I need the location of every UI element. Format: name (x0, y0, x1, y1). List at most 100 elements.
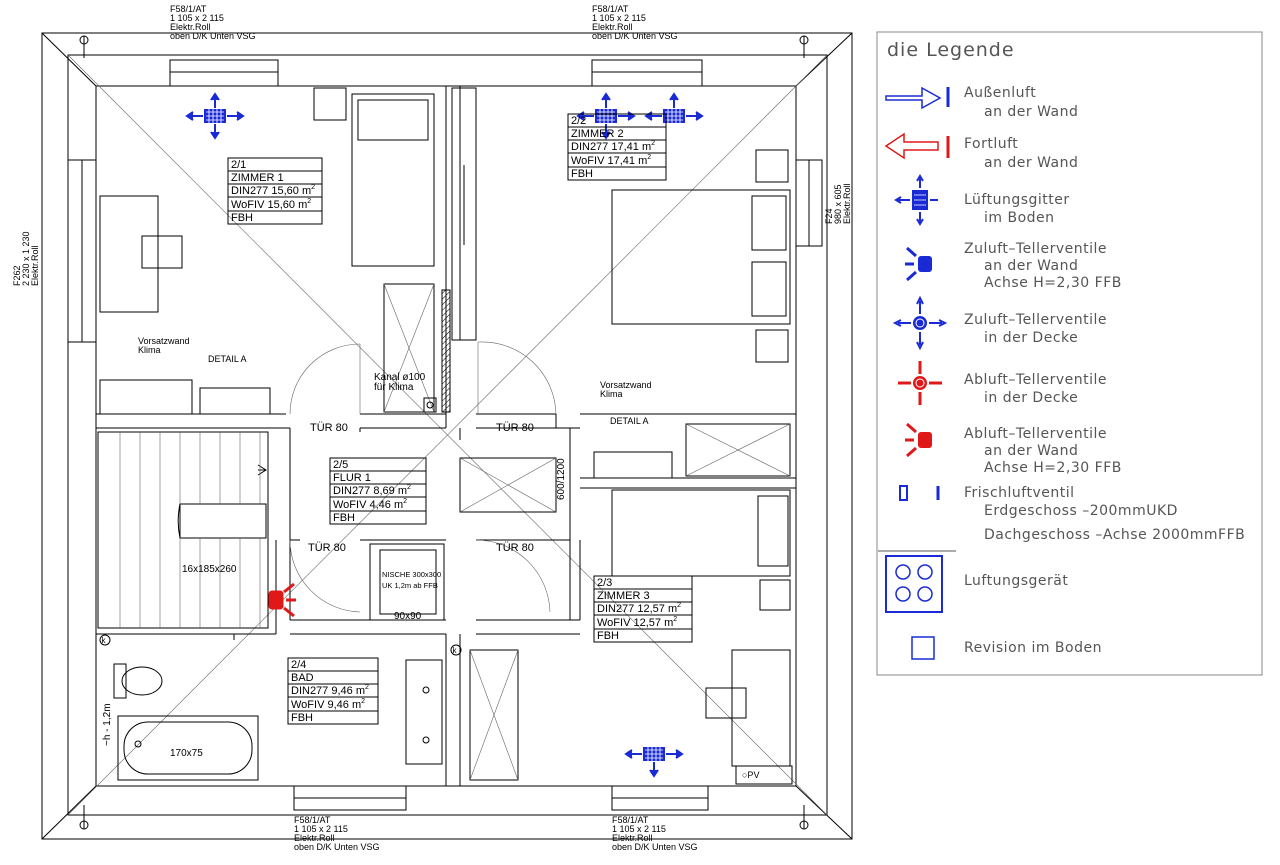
svg-text:WoFIV 17,41 m2: WoFIV 17,41 m2 (571, 154, 651, 167)
svg-text:Revision im Boden: Revision im Boden (964, 640, 1102, 656)
exhaust-air-arrow-icon (884, 132, 950, 160)
room-tag-flur-1: 2/5 FLUR 1 DIN277 8,69 m2 WoFIV 4,46 m2 … (329, 457, 427, 525)
door-swings (289, 341, 557, 613)
svg-text:16x185x260: 16x185x260 (182, 564, 237, 575)
furniture (97, 87, 793, 785)
svg-text:DIN277 8,69 m2: DIN277 8,69 m2 (333, 484, 411, 497)
svg-text:DIN277 9,46 m2: DIN277 9,46 m2 (291, 684, 369, 697)
svg-text:Zuluft–Tellerventile: Zuluft–Tellerventile (964, 241, 1107, 257)
svg-text:ZIMMER 3: ZIMMER 3 (597, 590, 650, 602)
door-label: TÜR 80 (310, 422, 348, 434)
room-tag-zimmer-2: 2/2 ZIMMER 2 DIN277 17,41 m2 WoFIV 17,41… (567, 113, 667, 181)
svg-text:~h - 1,2m: ~h - 1,2m (102, 703, 113, 746)
stair-treads (119, 432, 261, 628)
svg-text:im Boden: im Boden (984, 210, 1055, 226)
svg-text:FBH: FBH (571, 168, 593, 180)
svg-text:Klima: Klima (138, 345, 161, 355)
svg-text:F58/1/AT: F58/1/AT (294, 815, 331, 825)
svg-text:BAD: BAD (291, 672, 314, 684)
svg-text:FLUR 1: FLUR 1 (333, 472, 371, 484)
windows (67, 59, 823, 811)
svg-text:1 105 x 2 115: 1 105 x 2 115 (592, 13, 646, 23)
svg-text:Vorsatzwand: Vorsatzwand (600, 380, 652, 390)
svg-text:oben D/K Unten VSG: oben D/K Unten VSG (294, 842, 380, 852)
svg-text:Frischluftventil: Frischluftventil (964, 485, 1075, 501)
svg-text:Fortluft: Fortluft (964, 136, 1018, 152)
floor-revision-icon (911, 636, 935, 660)
legend-title: die Legende (887, 39, 1015, 61)
svg-text:Abluft–Tellerventile: Abluft–Tellerventile (964, 426, 1107, 442)
svg-text:90x90: 90x90 (394, 611, 422, 622)
svg-text:1 105 x 2 115: 1 105 x 2 115 (170, 13, 224, 23)
svg-text:Elektr.Roll: Elektr.Roll (592, 22, 633, 32)
svg-text:an der Wand: an der Wand (984, 104, 1078, 120)
svg-text:Vorsatzwand: Vorsatzwand (138, 336, 190, 346)
svg-text:DETAIL A: DETAIL A (208, 354, 247, 364)
floor-grille-icon (894, 174, 938, 226)
svg-text:Erdgeschoss –200mmUKD: Erdgeschoss –200mmUKD (984, 503, 1178, 519)
window-labels: F58/1/AT 1 105 x 2 115 Elektr.Roll oben … (12, 4, 852, 852)
svg-text:FBH: FBH (291, 712, 313, 724)
svg-text:WoFIV 12,57 m2: WoFIV 12,57 m2 (597, 616, 677, 629)
room-tag-zimmer-3: 2/3 ZIMMER 3 DIN277 12,57 m2 WoFIV 12,57… (593, 575, 693, 643)
svg-text:1 105 x 2 115: 1 105 x 2 115 (612, 824, 666, 834)
svg-text:Elektr.Roll: Elektr.Roll (30, 245, 40, 286)
svg-text:F58/1/AT: F58/1/AT (170, 4, 207, 14)
door-label: TÜR 80 (308, 542, 346, 554)
svg-text:in der Decke: in der Decke (984, 330, 1078, 346)
svg-text:Lüftungsgitter: Lüftungsgitter (964, 192, 1070, 208)
svg-text:in der Decke: in der Decke (984, 390, 1078, 406)
ventilation-symbols (185, 92, 704, 778)
svg-text:Elektr.Roll: Elektr.Roll (842, 183, 852, 224)
svg-text:170x75: 170x75 (170, 748, 203, 759)
svg-text:NISCHE 300x300: NISCHE 300x300 (382, 570, 441, 579)
svg-text:Dachgeschoss –Achse 2000mmFFB: Dachgeschoss –Achse 2000mmFFB (984, 527, 1245, 543)
svg-text:FBH: FBH (597, 630, 619, 642)
svg-text:2/5: 2/5 (333, 459, 348, 471)
svg-text:Kanal ø100: Kanal ø100 (374, 372, 426, 383)
door-label: TÜR 80 (496, 422, 534, 434)
ventilation-unit-icon (885, 555, 943, 613)
svg-text:Achse H=2,30 FFB: Achse H=2,30 FFB (984, 275, 1122, 291)
svg-text:DETAIL A: DETAIL A (610, 416, 649, 426)
svg-text:oben D/K Unten VSG: oben D/K Unten VSG (170, 31, 256, 41)
misc-labels: Vorsatzwand Klima DETAIL A Vorsatzwand K… (99, 336, 759, 780)
svg-text:F58/1/AT: F58/1/AT (592, 4, 629, 14)
svg-text:oben D/K Unten VSG: oben D/K Unten VSG (612, 842, 698, 852)
svg-text:ZIMMER 2: ZIMMER 2 (571, 128, 624, 140)
svg-text:DIN277 12,57 m2: DIN277 12,57 m2 (597, 602, 681, 615)
svg-text:Abluft–Tellerventile: Abluft–Tellerventile (964, 372, 1107, 388)
extract-wall-valve-icon (905, 422, 932, 458)
svg-text:WoFIV 4,46 m2: WoFIV 4,46 m2 (333, 498, 407, 511)
svg-text:2/1: 2/1 (231, 159, 246, 171)
svg-text:2 230 x 1 230: 2 230 x 1 230 (21, 231, 31, 286)
svg-text:Elektr.Roll: Elektr.Roll (612, 833, 653, 843)
svg-text:Zuluft–Tellerventile: Zuluft–Tellerventile (964, 312, 1107, 328)
supply-wall-valve-icon (905, 246, 932, 282)
svg-text:WoFIV 15,60 m2: WoFIV 15,60 m2 (231, 198, 311, 211)
svg-text:Klima: Klima (600, 389, 623, 399)
room-tag-bad: 2/4 BAD DIN277 9,46 m2 WoFIV 9,46 m2 FBH (287, 657, 379, 725)
door-label: TÜR 80 (496, 542, 534, 554)
svg-text:an der Wand: an der Wand (984, 443, 1078, 459)
svg-text:FBH: FBH (333, 512, 355, 524)
extract-ceiling-valve-icon (898, 361, 942, 405)
outdoor-air-arrow-icon (885, 86, 950, 110)
svg-text:F24: F24 (824, 208, 834, 224)
svg-text:Elektr.Roll: Elektr.Roll (294, 833, 335, 843)
svg-text:600/1200: 600/1200 (556, 458, 567, 500)
svg-text:an der Wand: an der Wand (984, 258, 1078, 274)
svg-text:WoFIV 9,46 m2: WoFIV 9,46 m2 (291, 698, 365, 711)
svg-text:ZIMMER 1: ZIMMER 1 (231, 172, 284, 184)
svg-text:Elektr.Roll: Elektr.Roll (170, 22, 211, 32)
svg-text:oben D/K Unten VSG: oben D/K Unten VSG (592, 31, 678, 41)
svg-text:für Klima: für Klima (374, 382, 414, 393)
svg-text:UK 1,2m ab FFB: UK 1,2m ab FFB (382, 581, 438, 590)
svg-text:1 105 x 2 115: 1 105 x 2 115 (294, 824, 348, 834)
svg-text:DIN277 17,41 m2: DIN277 17,41 m2 (571, 140, 655, 153)
svg-text:980 x 605: 980 x 605 (833, 184, 843, 224)
exterior-walls (41, 32, 853, 840)
svg-text:2/4: 2/4 (291, 659, 306, 671)
svg-text:2/3: 2/3 (597, 577, 612, 589)
